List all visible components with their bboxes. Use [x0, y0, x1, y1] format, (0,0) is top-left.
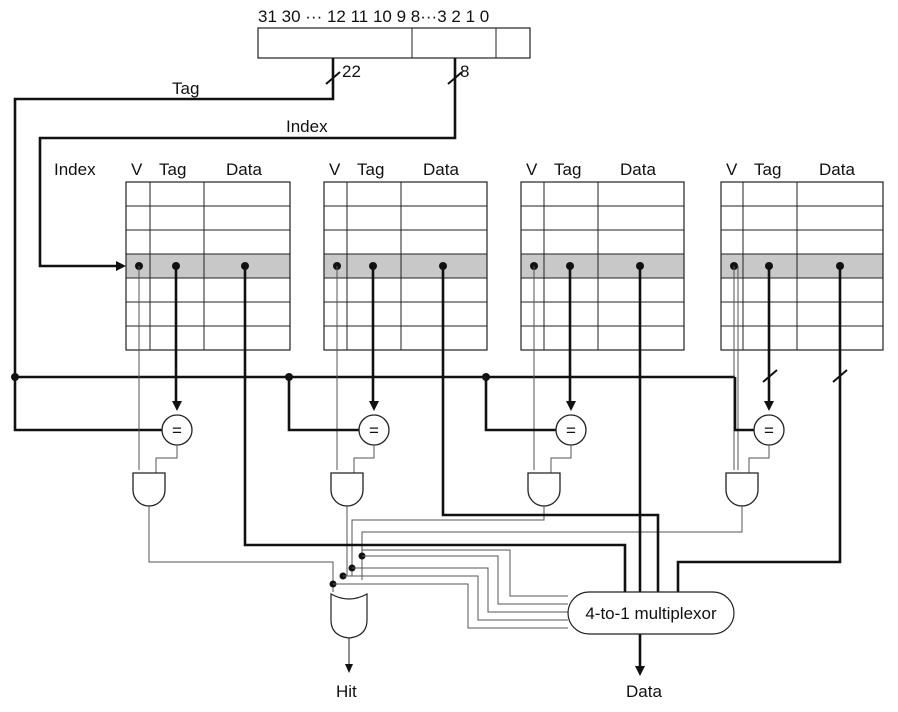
- tag-comparator-4: =: [748, 414, 785, 473]
- way-logic: = = = =: [132, 414, 785, 507]
- comparator-symbol: =: [566, 421, 576, 440]
- index-column-label: Index: [54, 160, 96, 179]
- cache-ways: V Tag Data V Tag Data V Tag Data V Tag Data: [125, 160, 884, 470]
- cache-way-4: V Tag Data: [720, 160, 884, 470]
- way-v-header: V: [329, 160, 341, 179]
- cache-way-3: V Tag Data: [520, 160, 685, 470]
- comparator-symbol: =: [172, 421, 182, 440]
- tag-comparator-1: =: [155, 414, 193, 473]
- way-v-header: V: [131, 160, 143, 179]
- way-data-header: Data: [226, 160, 262, 179]
- way-data-header: Data: [620, 160, 656, 179]
- way-tag-header: Tag: [754, 160, 781, 179]
- data-out-label: Data: [626, 682, 662, 701]
- cache-way-2: V Tag Data: [323, 160, 488, 470]
- tag-comparator-3: =: [550, 414, 587, 473]
- comparator-symbol: =: [369, 421, 379, 440]
- way-tag-header: Tag: [554, 160, 581, 179]
- multiplexor: 4-to-1 multiplexor Data: [567, 591, 735, 701]
- way-v-header: V: [726, 160, 738, 179]
- way-data-header: Data: [423, 160, 459, 179]
- way-v-header: V: [526, 160, 538, 179]
- valid-and-gate-1: [132, 472, 166, 507]
- mux-label: 4-to-1 multiplexor: [585, 604, 717, 623]
- valid-and-gate-2: [330, 472, 364, 507]
- valid-and-gate-3: [527, 472, 561, 507]
- valid-and-gate-4: [725, 472, 759, 507]
- hit-or-gate: Hit: [330, 592, 368, 701]
- address-bit-labels: 31 30 ··· 12 11 10 9 8···3 2 1 0: [258, 7, 489, 26]
- way-tag-header: Tag: [159, 160, 186, 179]
- tag-width-label: 22: [342, 62, 361, 81]
- comparator-symbol: =: [764, 421, 774, 440]
- cache-way-1: V Tag Data: [125, 160, 291, 470]
- way-data-header: Data: [819, 160, 855, 179]
- index-bus: 8 Index Index: [38, 58, 469, 271]
- tag-bus: 22 Tag: [11, 58, 735, 432]
- data-buses: [243, 266, 842, 592]
- tag-signal-label: Tag: [172, 79, 199, 98]
- index-signal-label: Index: [286, 117, 328, 136]
- address-register: 31 30 ··· 12 11 10 9 8···3 2 1 0: [257, 7, 531, 59]
- tag-comparator-2: =: [353, 414, 390, 473]
- hit-lines: [148, 505, 743, 592]
- hit-label: Hit: [336, 682, 357, 701]
- index-width-label: 8: [460, 62, 469, 81]
- way-tag-header: Tag: [357, 160, 384, 179]
- mux-select-lines: [329, 549, 568, 629]
